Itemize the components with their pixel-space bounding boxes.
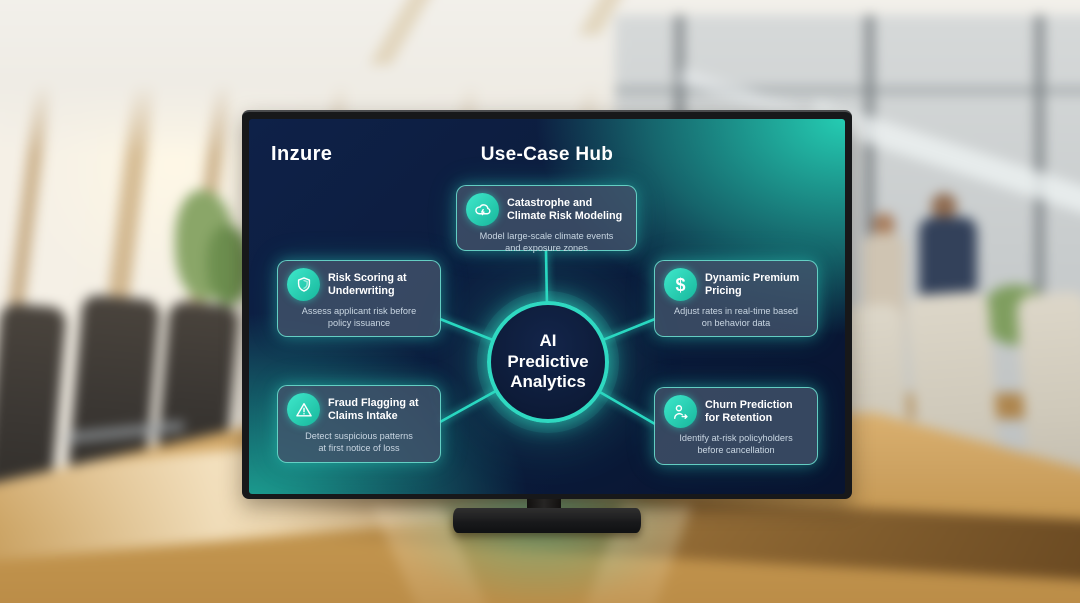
tv-stand-base: [453, 508, 641, 533]
person-head: [873, 213, 895, 237]
person-exit-arrow-icon: [664, 395, 697, 428]
dollar-icon: $: [664, 268, 697, 301]
hub-label-line: Analytics: [510, 372, 586, 392]
warning-triangle-icon: [287, 393, 320, 426]
inzure-logo: Inzure: [271, 143, 333, 165]
person-head: [931, 193, 957, 220]
shield-icon: [287, 268, 320, 301]
storm-cloud-lightning-icon: [466, 193, 499, 226]
page-title: Use-Case Hub: [480, 144, 614, 165]
hub-label-line: AI: [539, 330, 557, 350]
glass-frame: [1035, 15, 1044, 455]
hub-center-node: AI Predictive Analytics: [487, 301, 609, 423]
glass-frame: [615, 87, 1080, 94]
hub-label-line: Predictive: [507, 351, 589, 371]
